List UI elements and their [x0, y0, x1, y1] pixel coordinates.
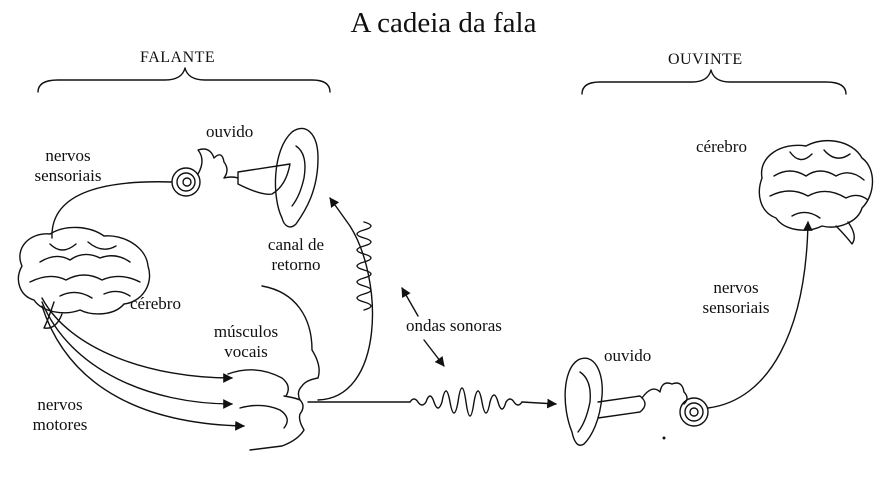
waves-pointer-up [401, 287, 419, 317]
listener-inner-ear-icon [641, 382, 709, 427]
airborne-wave [409, 387, 523, 417]
listener-brain-icon [758, 139, 874, 245]
sound-waves-label: ondas sonoras [406, 316, 502, 335]
speaker-face-icon [227, 285, 320, 451]
speaker-sensory-nerves-label: nervos sensoriais [18, 146, 118, 186]
waves-pointer-down [423, 339, 445, 367]
listener-outer-ear-icon [564, 357, 646, 446]
motor-nerves-label: nervos motores [8, 395, 112, 435]
speaker-outer-ear-icon [237, 127, 319, 228]
listener-sensory-nerves-line-2: sensoriais [702, 298, 770, 317]
speaker-brace [37, 67, 331, 93]
feedback-path [317, 197, 374, 401]
speaker-group-label: FALANTE [140, 49, 216, 66]
listener-brain-label: cérebro [696, 137, 747, 156]
speaker-sensory-nerves-line-1: nervos [45, 146, 91, 165]
motor-nerves-line-1: nervos [37, 395, 83, 414]
vocal-muscles-line-1: músculos [213, 322, 279, 341]
speaker-ear-label: ouvido [206, 122, 254, 141]
motor-nerves-line-2: motores [32, 415, 88, 434]
listener-sensory-nerves-label: nervos sensoriais [686, 278, 786, 318]
listener-sensory-path [707, 221, 813, 409]
listener-brace [581, 69, 847, 95]
feedback-channel-line-1: canal de [267, 235, 325, 254]
motor-nerve-path-2 [41, 301, 233, 409]
feedback-wave [356, 221, 372, 311]
speaker-inner-ear-icon [171, 148, 239, 197]
diagram-title: A cadeia da fala [350, 7, 537, 39]
listener-group-label: OUVINTE [668, 51, 743, 68]
airborne-arrow [521, 398, 557, 409]
speaker-brain-label: cérebro [130, 294, 181, 313]
listener-ear-label: ouvido [604, 346, 652, 365]
vocal-muscles-line-2: vocais [224, 342, 268, 361]
motor-nerve-path-1 [41, 297, 233, 383]
speaker-sensory-nerves-line-2: sensoriais [34, 166, 102, 185]
vocal-muscles-label: músculos vocais [196, 322, 296, 362]
feedback-channel-label: canal de retorno [246, 235, 346, 275]
feedback-channel-line-2: retorno [271, 255, 321, 274]
motor-nerve-path-3 [41, 305, 245, 431]
sensory-nerve-path [51, 181, 173, 239]
listener-sensory-nerves-line-1: nervos [713, 278, 759, 297]
